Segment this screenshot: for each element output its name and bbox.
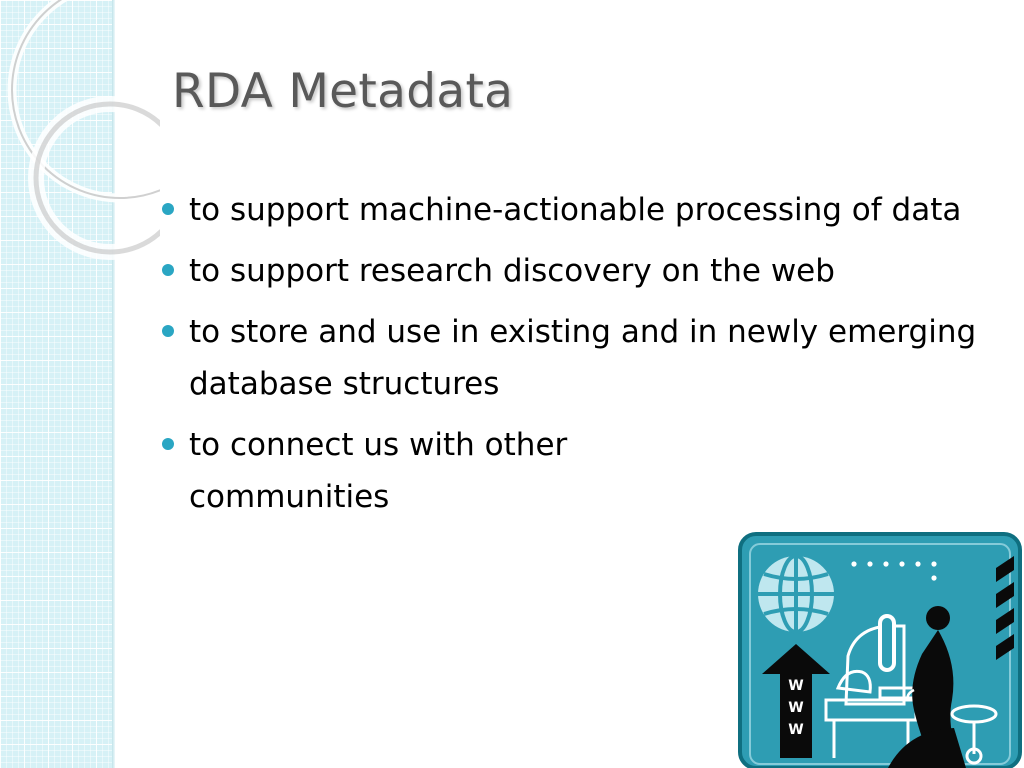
side-band-edge <box>112 0 115 768</box>
dots-decoration <box>851 561 937 581</box>
bullet-text: to support research discovery on the web <box>189 253 835 289</box>
slide-title: RDA Metadata <box>172 64 514 119</box>
bullet-item: to store and use in existing and in newl… <box>162 306 977 410</box>
arrow-letter: W <box>788 678 803 694</box>
computer-desk-icon <box>824 614 928 758</box>
arrow-letter: W <box>788 722 803 738</box>
globe-icon <box>758 554 834 634</box>
stripe-decoration <box>996 556 1014 660</box>
bullet-item: to support research discovery on the web <box>162 245 977 297</box>
bullet-dot-icon <box>162 325 174 337</box>
bullet-text: to store and use in existing and in newl… <box>189 314 977 402</box>
person-icon <box>888 606 966 768</box>
bullet-dot-icon <box>162 203 174 215</box>
decorative-rings <box>7 0 160 260</box>
www-arrow-icon: W W W <box>762 644 830 758</box>
bullet-item: to connect us with other communities <box>162 419 659 523</box>
arrow-letter: W <box>788 700 803 716</box>
bullet-text: to connect us with other communities <box>189 427 568 515</box>
stool-icon <box>950 704 998 765</box>
bullet-dot-icon <box>162 264 174 276</box>
bullet-text: to support machine-actionable processing… <box>189 192 962 228</box>
bullet-dot-icon <box>162 438 174 450</box>
bullet-list: to support machine-actionable processing… <box>162 184 977 532</box>
bullet-item: to support machine-actionable processing… <box>162 184 977 236</box>
web-user-clipart: W W W <box>738 532 1022 768</box>
